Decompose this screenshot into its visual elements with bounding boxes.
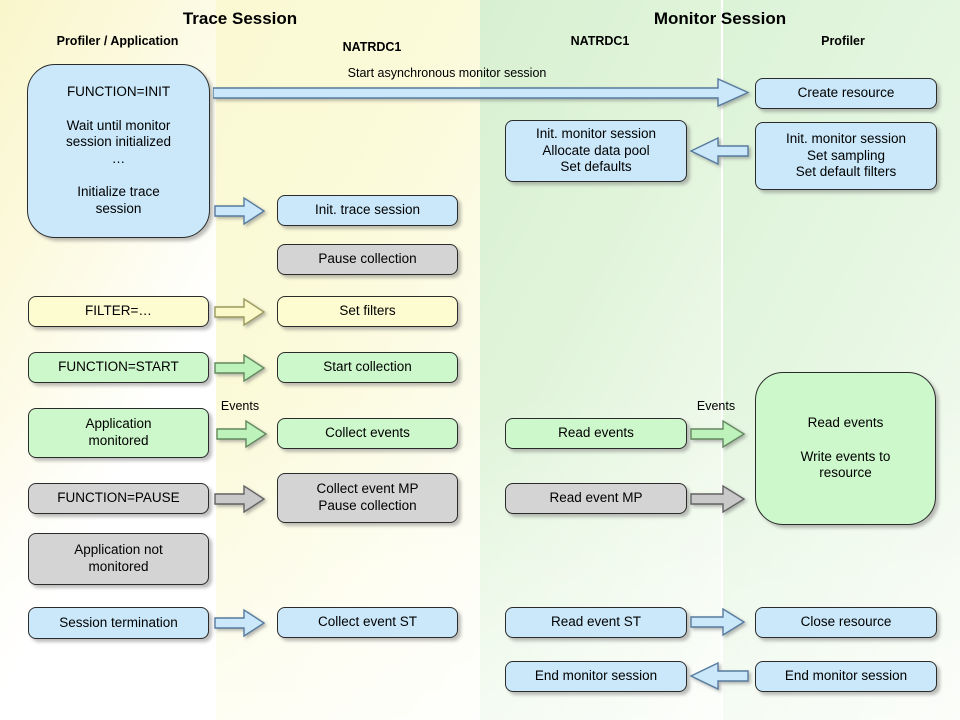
box-read-events: Read events [505,418,687,449]
label-events-trace: Events [220,399,260,413]
box-function-start: FUNCTION=START [28,352,209,383]
header-natrdc1-trace: NATRDC1 [342,40,402,54]
header-natrdc1-monitor: NATRDC1 [570,34,630,48]
box-function-pause: FUNCTION=PAUSE [28,483,209,514]
arrow-init-trace-icon [214,196,266,226]
box-pause-collection: Pause collection [277,244,458,275]
arrow-collect-event-mp-icon [214,484,266,514]
box-read-write-events: Read events Write events to resource [755,372,936,525]
arrow-start-collection-icon [214,353,266,383]
arrow-close-resource-icon [690,607,746,637]
box-session-termination: Session termination [28,607,209,639]
box-end-monitor-natrdc1: End monitor session [505,661,687,692]
box-start-collection: Start collection [277,352,458,383]
arrow-start-async-icon [213,77,750,108]
arrow-read-event-mp-icon [690,484,746,514]
title-monitor-session: Monitor Session [653,9,787,28]
box-collect-event-mp: Collect event MP Pause collection [277,473,458,523]
box-create-resource: Create resource [755,78,937,109]
box-init-trace-session: Init. trace session [277,195,458,226]
arrow-collect-event-st-icon [214,608,266,638]
box-read-event-st: Read event ST [505,607,687,638]
arrow-init-monitor-icon [689,136,749,166]
arrow-collect-events-icon [216,419,268,449]
box-init-monitor-profiler: Init. monitor session Set sampling Set d… [755,122,937,190]
box-collect-events: Collect events [277,418,458,449]
box-application-not-monitored: Application not monitored [28,533,209,585]
arrow-read-events-icon [690,419,746,449]
title-trace-session: Trace Session [182,9,298,28]
header-profiler-application: Profiler / Application [56,34,179,48]
label-events-monitor: Events [696,399,736,413]
arrow-end-monitor-icon [689,661,749,691]
box-application-monitored: Application monitored [28,408,209,458]
label-start-async-monitor-session: Start asynchronous monitor session [347,66,547,80]
box-end-monitor-profiler: End monitor session [755,661,937,692]
box-filter: FILTER=… [28,296,209,327]
box-close-resource: Close resource [755,607,937,638]
arrow-set-filters-icon [214,297,266,327]
header-profiler: Profiler [821,34,865,48]
box-init-monitor-natrdc1: Init. monitor session Allocate data pool… [505,120,687,182]
box-function-init: FUNCTION=INIT Wait until monitor session… [27,64,210,238]
box-collect-event-st: Collect event ST [277,607,458,638]
box-set-filters: Set filters [277,296,458,327]
box-read-event-mp: Read event MP [505,483,687,514]
